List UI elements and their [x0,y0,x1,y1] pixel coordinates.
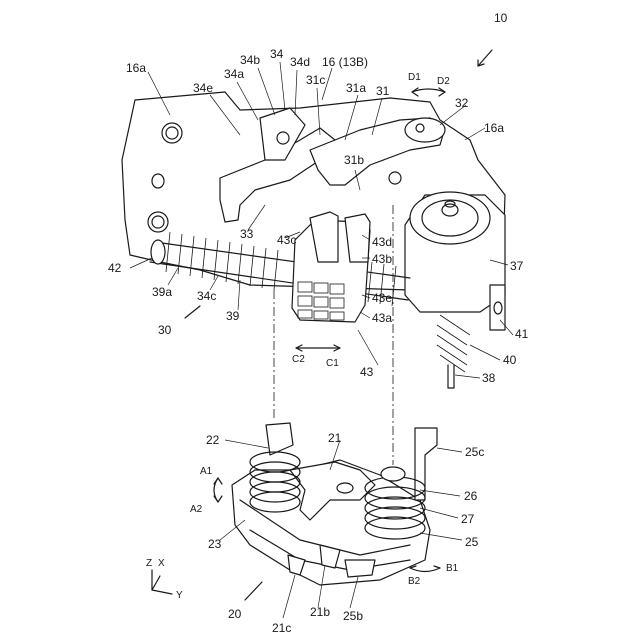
label-32: 32 [455,96,469,110]
label-33: 33 [240,227,254,241]
label-axis-Z: Z [146,558,152,569]
label-34a: 34a [224,67,244,81]
label-37: 37 [510,259,524,273]
small-worm-40 [437,315,470,372]
label-21b: 21b [310,605,330,619]
label-31a: 31a [346,81,366,95]
label-43d: 43d [372,235,392,249]
label-31: 31 [376,84,390,98]
label-D2: D2 [437,76,450,87]
label-22: 22 [206,433,220,447]
arrow-20 [245,582,262,600]
shaft-38 [448,365,454,388]
arrow-d1-d2 [412,89,445,92]
label-D1: D1 [408,72,421,83]
arrow-10 [478,50,492,66]
label-40: 40 [503,353,517,367]
label-25: 25 [465,535,479,549]
label-39a: 39a [152,285,172,299]
spring-26-cap [381,467,405,481]
axis-triad [152,570,172,594]
label-43c: 43c [277,233,296,247]
screw-end-42 [151,240,165,264]
label-20: 20 [228,607,242,621]
motor-shaft [442,204,458,216]
label-25b: 25b [343,609,363,623]
label-34c: 34c [197,289,216,303]
label-41: 41 [515,327,529,341]
label-16a-left: 16a [126,61,146,75]
arrow-b1-b2 [410,568,440,572]
label-B2: B2 [408,576,421,587]
label-38: 38 [482,371,496,385]
label-31b: 31b [344,153,364,167]
tab-25c [415,428,437,500]
label-axis-X: X [158,558,165,569]
label-39: 39 [226,309,240,323]
label-25c: 25c [465,445,484,459]
label-A2: A2 [190,504,203,515]
label-34d: 34d [290,55,310,69]
label-43e: 43e [372,291,392,305]
label-21c: 21c [272,621,291,635]
label-C2: C2 [292,354,305,365]
pin-32 [405,118,445,142]
label-26: 26 [464,489,478,503]
arrow-30 [185,306,200,318]
label-16: 16 (13B) [322,55,368,69]
label-43a: 43a [372,311,392,325]
label-A1: A1 [200,466,213,477]
label-27: 27 [461,512,475,526]
label-31c: 31c [306,73,325,87]
label-30: 30 [158,323,172,337]
label-B1: B1 [446,563,459,574]
base-tab-25b [345,560,375,577]
label-axis-Y: Y [176,590,183,601]
label-43: 43 [360,365,374,379]
label-23: 23 [208,537,222,551]
label-34b: 34b [240,53,260,67]
label-21: 21 [328,431,342,445]
label-16a-right: 16a [484,121,504,135]
label-43b: 43b [372,252,392,266]
label-34e: 34e [193,81,213,95]
label-10: 10 [494,11,508,25]
label-34: 34 [270,47,284,61]
tab-22 [266,423,293,455]
label-42: 42 [108,261,122,275]
label-C1: C1 [326,358,339,369]
